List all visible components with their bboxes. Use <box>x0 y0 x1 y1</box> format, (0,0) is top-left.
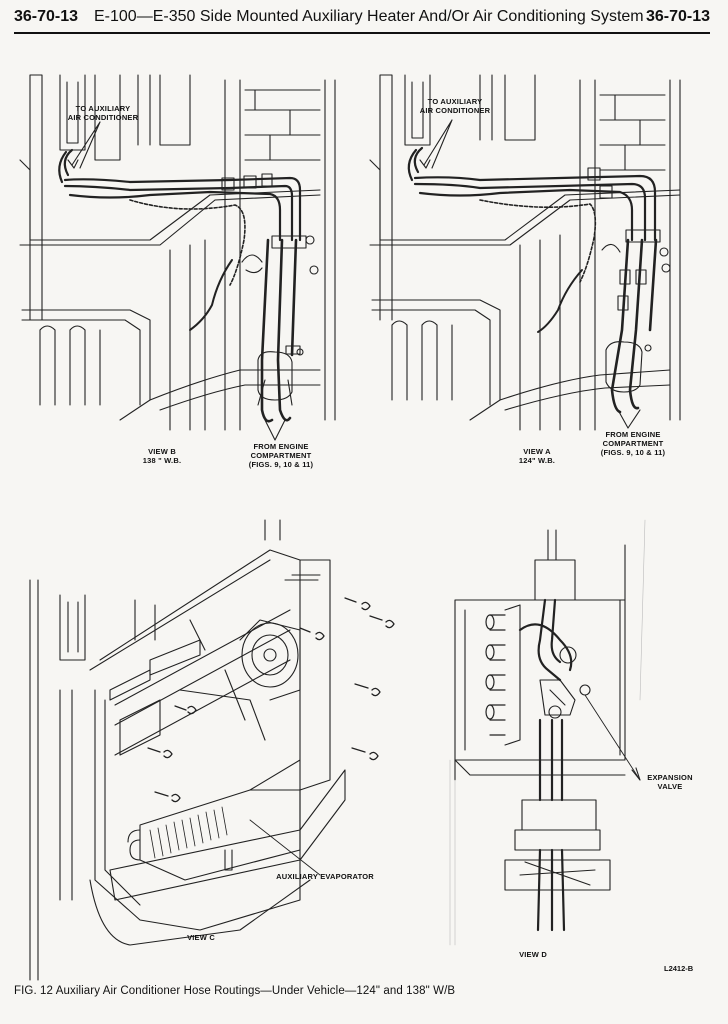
page-number-right: 36-70-13 <box>645 8 710 25</box>
figure-code: L2412-B <box>664 964 694 973</box>
view-a-from-engine-label: FROM ENGINE COMPARTMENT (FIGS. 9, 10 & 1… <box>600 430 666 457</box>
view-b-from-engine-label: FROM ENGINE COMPARTMENT (FIGS. 9, 10 & 1… <box>248 442 314 469</box>
view-a-drawing <box>369 74 681 431</box>
page-number-left: 36-70-13 <box>14 8 79 25</box>
figure-caption: FIG. 12 Auxiliary Air Conditioner Hose R… <box>14 985 456 997</box>
page-header: 36-70-13 E-100—E-350 Side Mounted Auxili… <box>14 8 710 38</box>
view-a-to-aux-ac-label: TO AUXILIARY AIR CONDITIONER <box>419 97 491 115</box>
view-b-label: VIEW B 138 " W.B. <box>142 447 182 465</box>
view-b-to-aux-ac-label: TO AUXILIARY AIR CONDITIONER <box>67 104 139 122</box>
header-rule <box>14 32 710 34</box>
page-title: E-100—E-350 Side Mounted Auxiliary Heate… <box>94 8 644 25</box>
view-c-label: VIEW C <box>187 933 215 942</box>
view-c-drawing <box>29 519 395 981</box>
view-d-expansion-valve-label: EXPANSION VALVE <box>647 773 693 791</box>
view-d-label: VIEW D <box>519 950 547 959</box>
view-a-label: VIEW A 124" W.B. <box>518 447 556 465</box>
view-c-aux-evaporator-label: AUXILIARY EVAPORATOR <box>276 872 374 881</box>
view-d-drawing <box>449 519 646 946</box>
view-b-drawing <box>19 74 336 441</box>
